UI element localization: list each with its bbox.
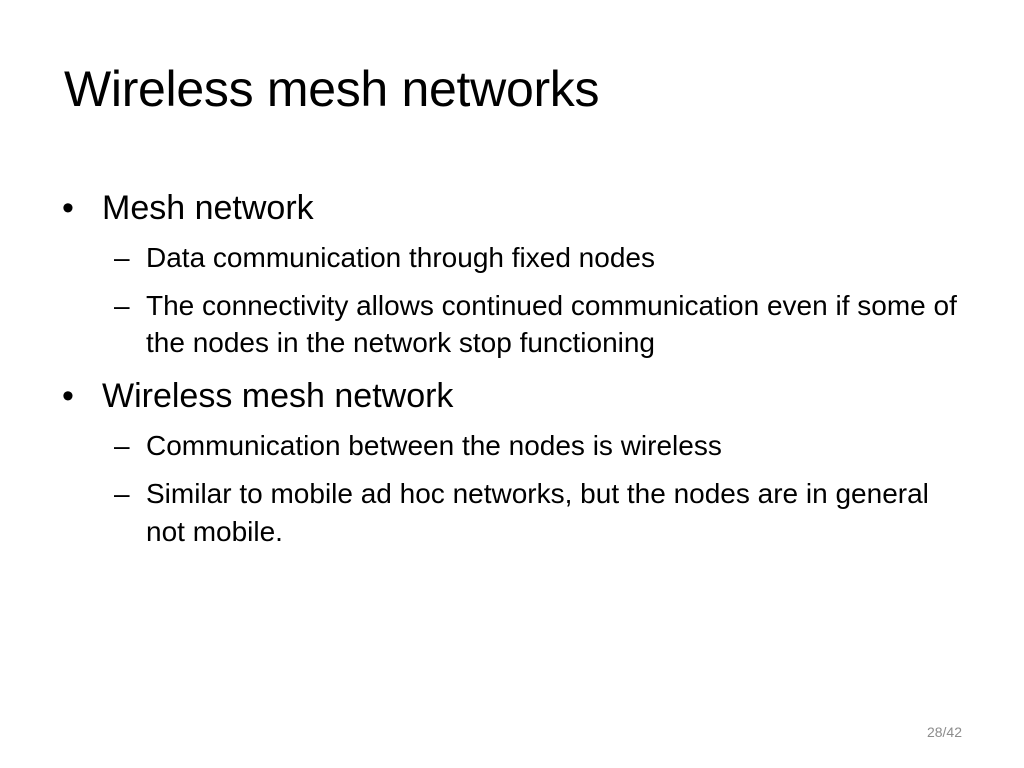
slide-title: Wireless mesh networks <box>64 61 600 117</box>
sub-item: – Communication between the nodes is wir… <box>60 427 970 465</box>
bullet-text: Wireless mesh network <box>102 377 454 416</box>
sub-list: – Communication between the nodes is wir… <box>60 427 970 550</box>
bullet-item: • Wireless mesh network <box>60 376 970 417</box>
sub-marker: – <box>114 241 130 273</box>
sub-marker: – <box>114 477 130 509</box>
sub-text: Similar to mobile ad hoc networks, but t… <box>146 477 929 547</box>
bullet-marker: • <box>62 377 74 416</box>
page-number: 28/42 <box>926 724 962 740</box>
slide-content: • Mesh network – Data communication thro… <box>60 188 970 564</box>
sub-text: The connectivity allows continued commun… <box>146 289 957 359</box>
sub-text: Data communication through fixed nodes <box>146 241 655 273</box>
bullet-marker: • <box>62 189 74 227</box>
sub-item: – Similar to mobile ad hoc networks, but… <box>60 475 970 551</box>
sub-list: – Data communication through fixed nodes… <box>60 239 970 362</box>
bullet-item: • Mesh network <box>60 188 970 229</box>
sub-marker: – <box>114 289 130 321</box>
bullet-text: Mesh network <box>102 189 314 227</box>
sub-marker: – <box>114 429 130 461</box>
sub-item: – Data communication through fixed nodes <box>60 239 970 277</box>
sub-text: Communication between the nodes is wirel… <box>146 429 722 461</box>
sub-item: – The connectivity allows continued comm… <box>60 287 970 363</box>
